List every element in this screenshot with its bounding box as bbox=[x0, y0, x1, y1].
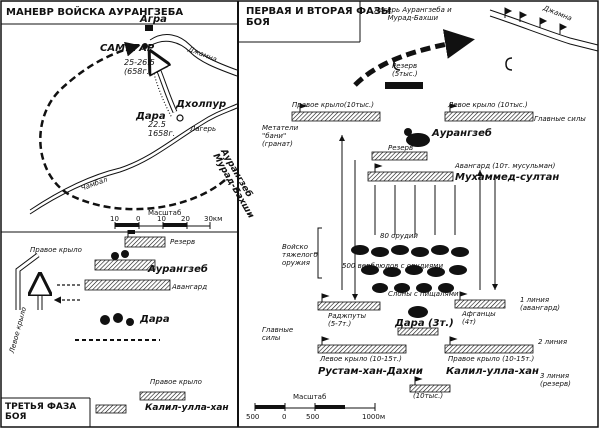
label-muhammed: Мухаммед-султан bbox=[455, 172, 560, 183]
label-reserve-right: Резерв bbox=[388, 144, 414, 152]
label-dara-right: Дара (3т.) bbox=[395, 318, 454, 329]
right-scale-tick-3: 1000м bbox=[362, 413, 386, 421]
label-kalil-3: Калил-улла-хан bbox=[145, 403, 229, 413]
left-scale-title: Масштаб bbox=[148, 209, 182, 217]
label-elephants-war: Слоны с пищалями bbox=[388, 290, 459, 298]
vanguard-unit bbox=[367, 171, 454, 182]
left-wing-lower-unit bbox=[317, 344, 407, 354]
label-afghans: Афганцы (4т) bbox=[462, 310, 496, 326]
right-wing-unit bbox=[291, 111, 381, 122]
label-left-wing-lower: Левое крыло (10-15т.) bbox=[320, 355, 402, 363]
label-rustam: Рустам-хан-Дахни bbox=[318, 366, 423, 377]
reserve-arc-arrow bbox=[353, 29, 475, 87]
advance-lines bbox=[341, 135, 496, 300]
label-samugar: САМУГАР bbox=[100, 43, 155, 54]
chambal-river bbox=[29, 103, 238, 211]
label-aurangzeb-3: Аурангзеб bbox=[148, 264, 208, 275]
label-throwers: Метатели "бани" (гранат) bbox=[262, 124, 299, 148]
label-dara-date: 22.5 1658г. bbox=[148, 120, 176, 138]
army-glyphs-left bbox=[100, 250, 134, 326]
label-right-wing-3: Правое крыло bbox=[30, 246, 82, 254]
aurangzeb-manoeuvre-arrow bbox=[39, 41, 226, 211]
label-guns-80: 80 орудий bbox=[380, 232, 418, 240]
label-right-wing-10: Правое крыло(10тыс.) bbox=[292, 101, 374, 109]
aurangzeb-unit bbox=[94, 259, 156, 271]
label-main-forces-left: Главные силы bbox=[262, 326, 294, 342]
left-scale-tick-2: 10 bbox=[157, 215, 166, 223]
label-main-forces: Главные силы bbox=[534, 115, 586, 123]
label-line2: 2 линия bbox=[538, 338, 568, 346]
right-title: ПЕРВАЯ И ВТОРАЯ ФАЗЫ БОЯ bbox=[246, 6, 392, 28]
label-left-wing-10: Левое крыло (10тыс.) bbox=[448, 101, 528, 109]
right-scale-tick-1: 0 bbox=[282, 413, 287, 421]
left-title: МАНЕВР ВОЙСКА АУРАНГЗЕБА bbox=[6, 7, 184, 18]
label-aurangzeb-right: Аурангзеб bbox=[432, 128, 492, 139]
camel-elephant-mass bbox=[351, 245, 469, 293]
label-dara-left: Дара bbox=[136, 111, 166, 122]
left-scale-tick-0: 10 bbox=[110, 215, 119, 223]
reserve-unit bbox=[371, 151, 428, 161]
left-scale-tick-3: 20 bbox=[181, 215, 190, 223]
camp-flags bbox=[504, 7, 568, 34]
label-camp-left: Лагерь bbox=[190, 125, 217, 133]
rajputs-unit bbox=[317, 301, 381, 311]
label-line3: 3 линия (резерв) bbox=[540, 372, 571, 388]
samugar-marker bbox=[142, 43, 148, 49]
afghans-unit bbox=[454, 299, 506, 309]
label-dholpur: Дхолпур bbox=[176, 99, 227, 110]
aurangzeb-elephant bbox=[404, 128, 430, 147]
label-vanguard-right: Авангард (10т. мусульман) bbox=[455, 162, 556, 170]
label-agra: Агра bbox=[140, 14, 167, 25]
jamna-river bbox=[149, 34, 238, 71]
label-line1: 1 линия (авангард) bbox=[520, 296, 560, 312]
label-kalil-right: Калил-улла-хан bbox=[446, 366, 539, 377]
left-scale-tick-4: 30км bbox=[204, 215, 223, 223]
label-heavy-weapons: Войско тяжелого оружия bbox=[282, 243, 318, 267]
label-samugar-date: 25-26.5 (658г. bbox=[124, 58, 155, 76]
label-camp-right: Лагерь Аурангзеба и Мурад-Бахши bbox=[374, 6, 452, 22]
bottom-left-title: ТРЕТЬЯ ФАЗА БОЯ bbox=[5, 402, 77, 422]
dara-elephant bbox=[408, 306, 428, 318]
jamna-river-right bbox=[489, 9, 599, 46]
label-dara-3: Дара bbox=[140, 314, 170, 325]
right-scale-tick-0: 500 bbox=[246, 413, 260, 421]
label-reserve-5: Резерв (5тыс.) bbox=[392, 62, 418, 78]
label-camels: 500 верблюдов с орудиями bbox=[342, 262, 443, 270]
right-scale-tick-2: 500 bbox=[306, 413, 320, 421]
right-scale-title: Масштаб bbox=[293, 393, 327, 401]
right-wing-lower-unit bbox=[444, 344, 534, 354]
reserve-10-unit bbox=[409, 384, 451, 393]
dara-unit bbox=[397, 327, 439, 336]
label-rajputs: Раджпуты (5-7т.) bbox=[328, 312, 366, 328]
label-right-wing-3b: Правое крыло bbox=[150, 378, 202, 386]
left-wing-unit bbox=[444, 111, 534, 122]
reserve-5-unit bbox=[385, 82, 423, 89]
label-right-wing-lower: Правое крыло (10-15т.) bbox=[448, 355, 535, 363]
label-reserve-3: Резерв bbox=[170, 238, 196, 246]
label-vanguard-3: Авангард bbox=[172, 283, 208, 291]
label-ten-t: (10тыс.) bbox=[413, 392, 444, 400]
left-scale-tick-1: 0 bbox=[136, 215, 141, 223]
